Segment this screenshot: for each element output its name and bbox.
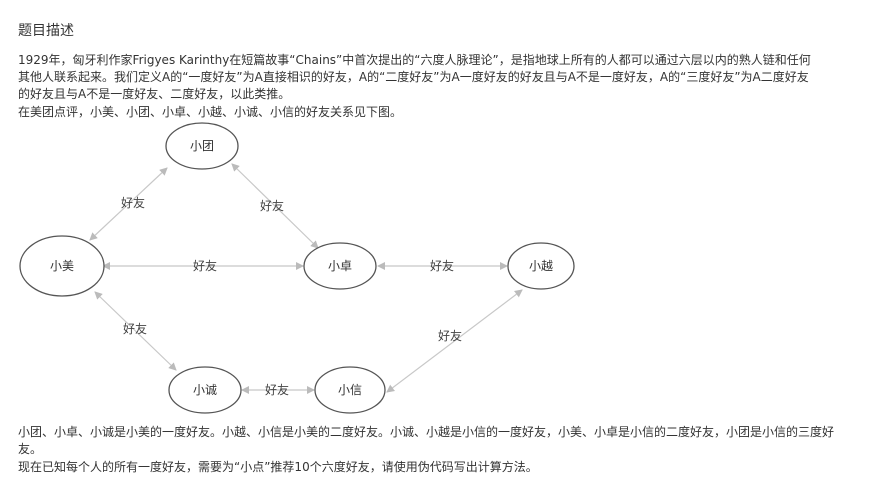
diagram-intro: 在美团点评，小美、小团、小卓、小越、小诚、小信的好友关系见下图。 (18, 105, 403, 119)
node-xiaomei: 小美 (19, 235, 105, 297)
edge-xiaoxin-xiaoyue (386, 289, 523, 393)
node-xiaocheng: 小诚 (168, 366, 242, 414)
node-label-xiaozhuo: 小卓 (328, 259, 352, 273)
edge-xiaotuan-xiaozhuo (231, 163, 319, 249)
edge-label-xiaomei-xiaotuan: 好友 (121, 196, 145, 210)
friendship-diagram: 好友 好友 好友 好友 好友 好友 好友 小团 小美 小卓 小越 小诚 小信 (19, 122, 575, 414)
node-label-xiaocheng: 小诚 (193, 383, 217, 397)
edge-label-xiaomei-xiaozhuo: 好友 (193, 259, 217, 273)
node-xiaozhuo: 小卓 (303, 242, 377, 290)
node-label-xiaotuan: 小团 (190, 139, 214, 153)
task-paragraph: 现在已知每个人的所有一度好友，需要为“小点”推荐10个六度好友，请使用伪代码写出… (18, 460, 538, 474)
explanation-paragraph: 小团、小卓、小诚是小美的一度好友。小越、小信是小美的二度好友。小诚、小越是小信的… (18, 425, 835, 456)
node-label-xiaoxin: 小信 (338, 383, 362, 397)
node-xiaoxin: 小信 (314, 366, 386, 414)
node-xiaotuan: 小团 (165, 122, 239, 170)
node-label-xiaomei: 小美 (50, 259, 74, 273)
section-title: 题目描述 (18, 23, 74, 39)
edge-label-xiaocheng-xiaoxin: 好友 (265, 383, 289, 397)
edge-xiaomei-xiaocheng (94, 291, 177, 371)
edge-label-xiaoxin-xiaoyue: 好友 (438, 329, 462, 343)
node-label-xiaoyue: 小越 (529, 259, 553, 273)
edge-label-xiaomei-xiaocheng: 好友 (123, 322, 147, 336)
edge-label-xiaotuan-xiaozhuo: 好友 (260, 199, 284, 213)
edge-xiaomei-xiaotuan (89, 167, 168, 241)
intro-paragraph: 1929年，匈牙利作家Frigyes Karinthy在短篇故事“Chains”… (18, 53, 811, 101)
node-xiaoyue: 小越 (507, 242, 575, 290)
edge-label-xiaozhuo-xiaoyue: 好友 (430, 259, 454, 273)
